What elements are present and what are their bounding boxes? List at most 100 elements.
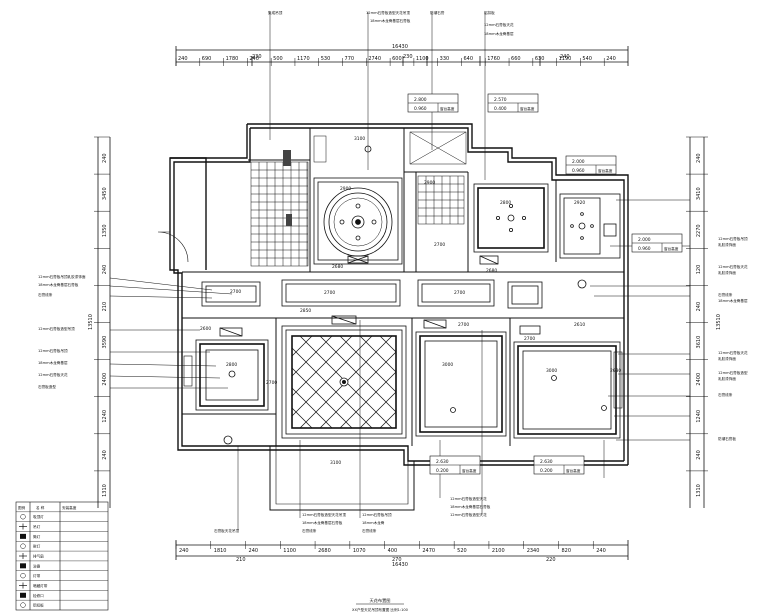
left-dim-segment: 3590 bbox=[102, 336, 108, 349]
level-mark: 2700 bbox=[266, 380, 277, 386]
downlight-icon bbox=[20, 533, 26, 539]
callout-bottom: 12mm石膏板造型天花 bbox=[450, 496, 487, 501]
bedroom-ceiling-center bbox=[415, 319, 507, 437]
right-total-dimension: 13510 bbox=[716, 314, 722, 330]
callout-top: 12mm石膏板天花 bbox=[484, 22, 514, 27]
height-bedroom-main: 3000 bbox=[442, 362, 453, 368]
right-dim-segment: 2400 bbox=[696, 373, 702, 386]
level-mark: 2850 bbox=[300, 308, 311, 314]
callout-right: 12mm石膏板天花 bbox=[718, 264, 748, 269]
right-dimension-chain: 13510 2403410227012024036102400124024013… bbox=[686, 136, 722, 508]
callout-right: 石膏线条 bbox=[718, 392, 733, 397]
upper-right-room-ceiling bbox=[473, 183, 549, 265]
bottom-dim-segment: 2680 bbox=[318, 548, 331, 554]
callout-left: 12mm石膏板造型吊顶 bbox=[38, 326, 75, 331]
legend-name: 射灯 bbox=[33, 544, 41, 549]
left-dim-segment: 1240 bbox=[102, 410, 108, 423]
bottom-dim-overall: 270 bbox=[392, 557, 402, 563]
level-note: 窗台高度 bbox=[520, 106, 535, 111]
callout-right: 12mm石膏板吊顶 bbox=[718, 236, 748, 241]
level-mark: 2610 bbox=[574, 322, 585, 328]
legend-name: 铝扣板 bbox=[33, 603, 44, 608]
callout-right: 乳胶漆饰面 bbox=[718, 242, 736, 247]
callout-bottom: 石膏线条 bbox=[362, 528, 377, 533]
height-bedroom-small: 2800 bbox=[226, 362, 237, 368]
diamond-line bbox=[292, 336, 333, 377]
top-dim-segment: 1760 bbox=[487, 56, 500, 62]
diamond-line bbox=[292, 336, 373, 417]
bottom-total-dimension: 16430 bbox=[392, 562, 408, 568]
diamond-line bbox=[379, 411, 396, 428]
callout-right: 乳胶漆饰面 bbox=[718, 270, 736, 275]
callout-bottom: 12mm石膏板造型天花吊顶 bbox=[302, 512, 346, 517]
leader-lines bbox=[109, 12, 690, 530]
diamond-line bbox=[319, 351, 396, 428]
small-left-room-ceiling bbox=[183, 327, 269, 445]
left-dim-segment: 240 bbox=[102, 265, 108, 275]
callout-left: 12mm石膏板吊顶乳胶漆饰面 bbox=[38, 274, 86, 279]
level-note: 窗台高度 bbox=[566, 468, 581, 473]
legend-header: 名 称 bbox=[36, 505, 45, 510]
legend-name: 筒灯 bbox=[33, 534, 41, 539]
top-dim-overall: 240 bbox=[560, 54, 570, 60]
callout-top: 18mm木龙骨基层 bbox=[484, 31, 514, 36]
bottom-dim-segment: 520 bbox=[457, 548, 467, 554]
exhaust-icon bbox=[19, 553, 27, 559]
callout-bottom: 12mm石膏板造型天花 bbox=[450, 512, 487, 517]
drawing-subtitle: XX户型天花吊顶布置图 比例1:100 bbox=[352, 607, 409, 612]
right-dim-segment: 240 bbox=[696, 153, 702, 163]
callout-right: 乳胶漆饰面 bbox=[718, 376, 736, 381]
right-dim-segment: 3410 bbox=[696, 187, 702, 200]
pendant-icon bbox=[20, 514, 26, 520]
bottom-dim-segment: 2340 bbox=[527, 548, 540, 554]
level-mark: 2680 bbox=[332, 264, 343, 270]
callout-right: 12mm石膏板造型 bbox=[718, 370, 748, 375]
right-dim-segment: 1240 bbox=[696, 410, 702, 423]
diamond-line bbox=[292, 336, 353, 397]
height-bedroom-right: 3000 bbox=[546, 368, 557, 374]
top-dim-segment: 1100 bbox=[416, 56, 429, 62]
callout-top: 铝扣板 bbox=[484, 10, 495, 15]
level-top-value: 2.800 bbox=[414, 97, 427, 103]
right-dim-segment: 3610 bbox=[696, 336, 702, 349]
top-dim-segment: 1780 bbox=[226, 56, 239, 62]
cross-light-icon bbox=[19, 523, 27, 530]
bathroom-tile-grid bbox=[250, 135, 327, 267]
top-dim-segment: 630 bbox=[535, 56, 545, 62]
diamond-line bbox=[359, 391, 396, 428]
level-bottom-value: 0.960 bbox=[572, 168, 585, 174]
bottom-dim-segment: 1100 bbox=[283, 548, 296, 554]
right-dim-segment: 240 bbox=[696, 450, 702, 460]
left-total-dimension: 13510 bbox=[88, 314, 94, 330]
level-top-value: 2.570 bbox=[494, 97, 507, 103]
level-mark: 2630 bbox=[610, 368, 621, 374]
top-dim-segment: 2740 bbox=[368, 56, 381, 62]
diamond-line bbox=[379, 336, 396, 353]
height-living: 2900 bbox=[340, 186, 351, 192]
diamond-line bbox=[480, 336, 572, 428]
legend-table: 图例名 称安装高度吸顶灯吊灯筒灯射灯排气扇浴霸灯带暗藏灯带检修口铝扣板 bbox=[15, 501, 109, 611]
top-dim-segment: 640 bbox=[463, 56, 473, 62]
diamond-grid-ceiling bbox=[281, 315, 572, 439]
legend-name: 排气扇 bbox=[33, 554, 44, 559]
bottom-dim-segment: 1810 bbox=[214, 548, 227, 554]
callout-left: 18mm木龙骨基层 bbox=[38, 360, 68, 365]
left-dim-segment: 2400 bbox=[102, 373, 108, 386]
bottom-dim-segment: 240 bbox=[249, 548, 259, 554]
top-dim-segment: 1190 bbox=[559, 56, 572, 62]
diamond-line bbox=[359, 336, 396, 373]
callout-top: 集成吊顶 bbox=[268, 10, 283, 15]
bottom-dim-overall: 220 bbox=[546, 557, 556, 563]
diamond-line bbox=[400, 336, 492, 428]
top-dim-segment: 660 bbox=[511, 56, 521, 62]
strip-icon bbox=[19, 582, 27, 589]
callout-top: 12mm石膏板造型天花吊顶 bbox=[366, 10, 410, 15]
height-small-lounge: 2920 bbox=[574, 200, 585, 206]
